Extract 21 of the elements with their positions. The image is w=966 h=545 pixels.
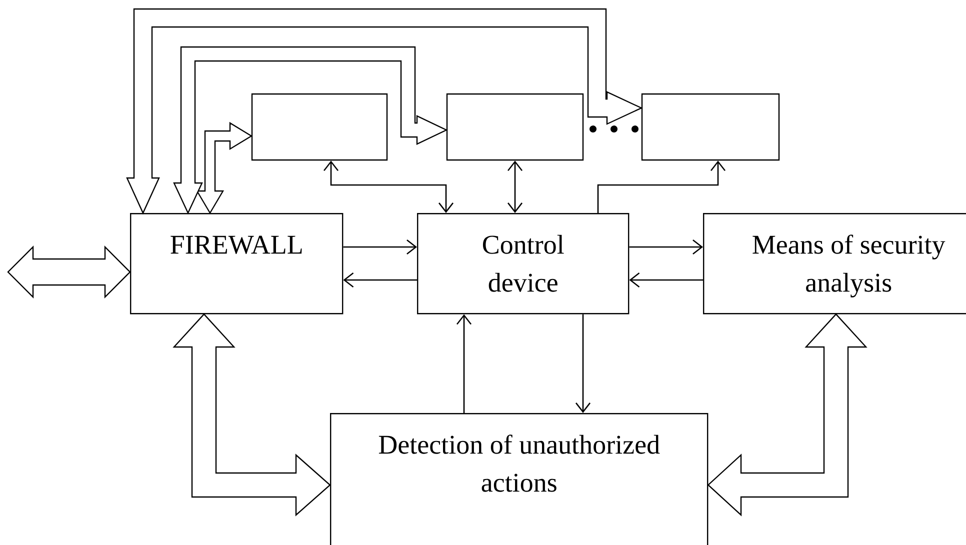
process-box: FIREWALL bbox=[130, 213, 344, 314]
process-box: Means of security analysis bbox=[703, 213, 966, 314]
arrow bbox=[629, 239, 703, 254]
block-arrow bbox=[7, 246, 131, 298]
empty-box bbox=[251, 93, 388, 161]
block-arrow bbox=[707, 313, 868, 516]
empty-box bbox=[446, 93, 584, 161]
arrow bbox=[456, 314, 472, 413]
arrow bbox=[597, 160, 726, 213]
arrow bbox=[629, 272, 703, 288]
block-arrow bbox=[173, 46, 448, 214]
process-box: Control device bbox=[417, 213, 630, 314]
arrow bbox=[576, 314, 591, 413]
arrow bbox=[508, 160, 523, 213]
arrow bbox=[343, 239, 417, 254]
process-box: Detection of unauthorized actions bbox=[330, 412, 708, 545]
arrow bbox=[324, 160, 454, 213]
empty-box bbox=[641, 93, 780, 161]
arrow bbox=[343, 272, 417, 288]
block-arrow bbox=[126, 8, 643, 214]
block-arrow bbox=[196, 122, 253, 214]
